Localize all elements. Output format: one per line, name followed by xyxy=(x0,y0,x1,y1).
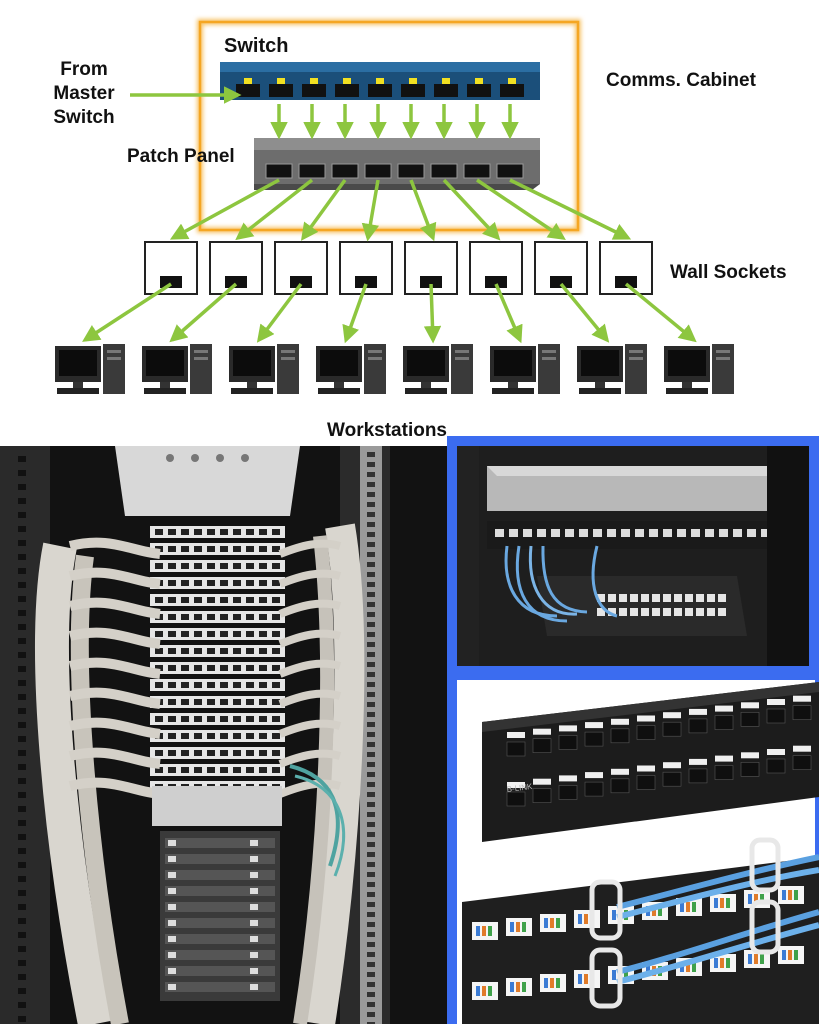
rack-switch-photo xyxy=(447,436,819,672)
switch-port-led xyxy=(310,78,318,84)
patch-panel-label: Patch Panel xyxy=(127,146,235,167)
switch-port-led xyxy=(409,78,417,84)
workstations-group xyxy=(55,344,734,394)
panel-to-socket-arrow xyxy=(509,178,632,240)
wall-socket-port xyxy=(225,276,247,288)
patch-panel-port xyxy=(265,163,293,179)
wall-socket-port xyxy=(550,276,572,288)
switch-device xyxy=(220,62,540,100)
server-rack-photo xyxy=(0,446,447,1024)
patch-panel-device xyxy=(254,138,540,190)
network-topology-diagram xyxy=(55,19,734,394)
from-master-line-1: From xyxy=(60,59,108,80)
panel-to-socket-arrow xyxy=(476,178,566,240)
switch-port-led xyxy=(442,78,450,84)
panel-to-socket-arrow xyxy=(300,178,347,241)
comms-cabinet-label: Comms. Cabinet xyxy=(606,70,756,91)
workstation-computer xyxy=(55,344,125,394)
switch-port xyxy=(335,84,359,97)
wall-socket-port xyxy=(420,276,442,288)
panel-to-socket-arrow xyxy=(235,178,314,241)
switch-port-led xyxy=(277,78,285,84)
patch-panel-port xyxy=(397,163,425,179)
workstation-computer xyxy=(403,344,473,394)
patch-panel-port xyxy=(298,163,326,179)
switch-port xyxy=(302,84,326,97)
wall-socket-port xyxy=(160,276,182,288)
wall-sockets-group xyxy=(144,241,653,295)
workstation-computer xyxy=(577,344,647,394)
panel-to-socket-arrow xyxy=(409,179,437,242)
switch-port xyxy=(467,84,491,97)
wall-sockets-label: Wall Sockets xyxy=(670,262,787,283)
patch-panel-port xyxy=(496,163,524,179)
workstation-computer xyxy=(664,344,734,394)
switch-port xyxy=(236,84,260,97)
wall-socket-port xyxy=(355,276,377,288)
comms-cabinet-border xyxy=(198,20,580,232)
switch-port xyxy=(368,84,392,97)
workstation-computer xyxy=(316,344,386,394)
panel-to-socket-arrow xyxy=(169,178,280,240)
from-master-line-3: Switch xyxy=(53,107,115,128)
socket-to-workstation-arrow xyxy=(342,283,368,344)
panel-to-socket-arrow xyxy=(361,179,380,242)
switch-port xyxy=(269,84,293,97)
switch-port-led xyxy=(244,78,252,84)
panel-brand-text: B-LINK xyxy=(506,782,533,794)
patch-panel-closeup-photo: B-LINK xyxy=(447,672,819,1024)
workstation-computer xyxy=(142,344,212,394)
patch-panel-port xyxy=(364,163,392,179)
socket-to-workstation-arrow xyxy=(494,283,523,344)
socket-to-workstation-arrow xyxy=(169,282,238,343)
workstation-computer xyxy=(229,344,299,394)
switch-port-led xyxy=(508,78,516,84)
wall-socket-port xyxy=(615,276,637,288)
patch-panel-port xyxy=(331,163,359,179)
switch-port-led xyxy=(376,78,384,84)
socket-to-workstation-arrow xyxy=(624,282,697,343)
socket-to-workstation-arrow xyxy=(423,283,442,344)
wall-socket-port xyxy=(290,276,312,288)
workstations-label: Workstations xyxy=(327,420,448,441)
workstation-computer xyxy=(490,344,560,394)
patch-panel-port xyxy=(463,163,491,179)
from-master-switch-label: From Master Switch xyxy=(48,58,120,130)
wall-socket-port xyxy=(485,276,507,288)
panel-to-socket-arrow xyxy=(442,178,501,241)
switch-port xyxy=(434,84,458,97)
connection-arrows xyxy=(82,86,697,344)
switch-port xyxy=(401,84,425,97)
switch-label: Switch xyxy=(224,35,289,57)
patch-panel-port xyxy=(430,163,458,179)
switch-port-led xyxy=(475,78,483,84)
socket-to-workstation-arrow xyxy=(256,282,303,343)
from-master-line-2: Master xyxy=(53,83,115,104)
socket-to-workstation-arrow xyxy=(82,282,172,342)
switch-port xyxy=(500,84,524,97)
socket-to-workstation-arrow xyxy=(559,282,610,343)
switch-port-led xyxy=(343,78,351,84)
